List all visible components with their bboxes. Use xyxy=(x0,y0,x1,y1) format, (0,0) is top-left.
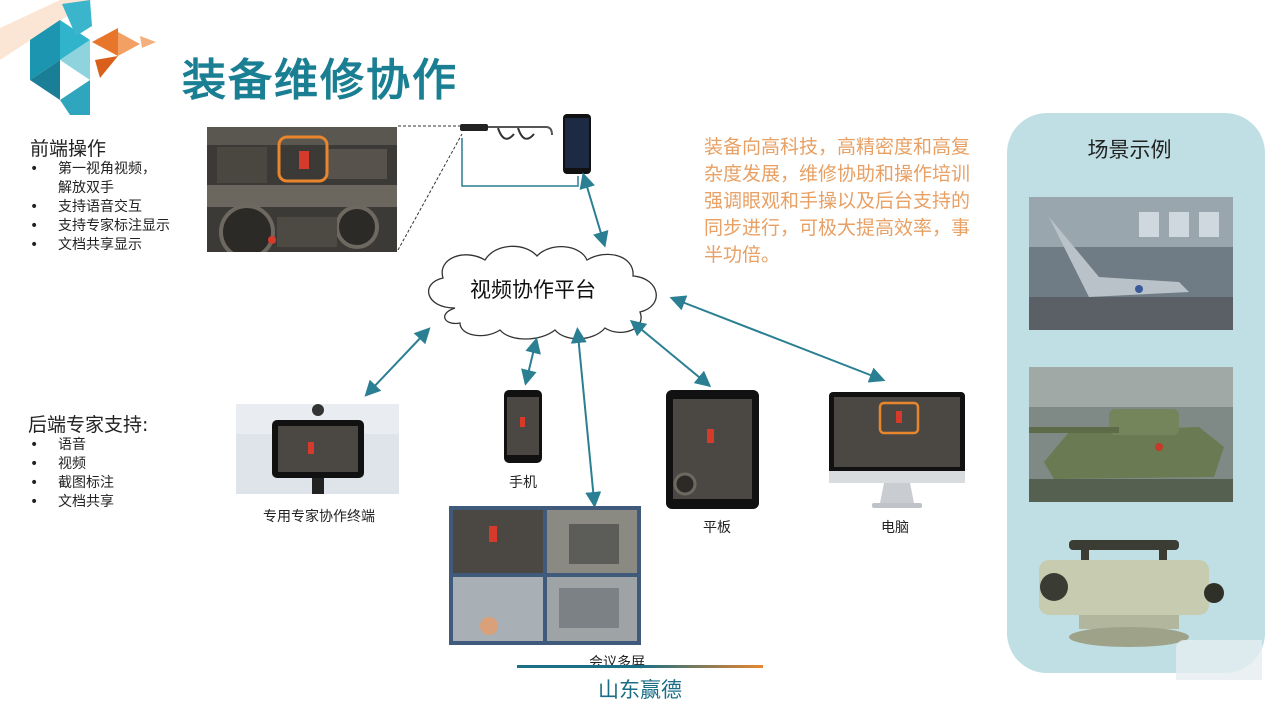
backend-item: 语音 xyxy=(28,436,188,455)
frontend-item: 文档共享显示 xyxy=(28,236,208,255)
logo-decoration xyxy=(0,0,156,115)
backend-item: 截图标注 xyxy=(28,474,188,493)
tablet-label: 平板 xyxy=(703,520,731,536)
computer-label: 电脑 xyxy=(881,520,909,536)
frontend-item: 支持语音交互 xyxy=(28,198,208,217)
arrow-mobile xyxy=(521,337,541,386)
frontend-heading: 前端操作 xyxy=(30,138,107,160)
computer-monitor-icon xyxy=(829,392,965,508)
hangar-photo xyxy=(1029,197,1233,330)
tank-photo xyxy=(1029,367,1233,502)
footer-brand: 山东赢德 xyxy=(598,678,682,702)
arrow-computer xyxy=(669,295,886,383)
smartphone-icon xyxy=(563,114,591,174)
expert-terminal-label: 专用专家协作终端 xyxy=(263,509,375,525)
platform-label: 视频协作平台 xyxy=(470,278,596,302)
machinery-photo xyxy=(207,127,397,252)
page-title: 装备维修协作 xyxy=(182,55,458,106)
connection-lines xyxy=(397,125,579,250)
level-instrument-photo xyxy=(1029,535,1233,655)
backend-item: 视频 xyxy=(28,455,188,474)
multi-screen-image xyxy=(449,506,641,645)
cloud-shape xyxy=(428,245,657,340)
multi-screen-label: 会议多屏 xyxy=(589,655,645,671)
smart-glasses-icon xyxy=(460,124,553,140)
frontend-item: 支持专家标注显示 xyxy=(28,217,208,236)
frontend-list: 第一视角视频， 解放双手 支持语音交互 支持专家标注显示 文档共享显示 xyxy=(28,160,208,255)
arrow-multiscreen xyxy=(570,327,602,508)
phone-label: 手机 xyxy=(509,475,537,491)
expert-terminal-image xyxy=(236,404,399,494)
mobile-phone-icon xyxy=(504,390,542,463)
tablet-icon xyxy=(666,390,759,509)
description-text: 装备向高科技，高精密度和高复杂度发展，维修协助和操作培训强调眼观和手操以及后台支… xyxy=(704,136,971,266)
watermark xyxy=(1176,640,1262,680)
scene-title: 场景示例 xyxy=(1087,138,1172,162)
frontend-item: 解放双手 xyxy=(58,180,114,196)
backend-item: 文档共享 xyxy=(28,493,188,512)
backend-list: 语音 视频 截图标注 文档共享 xyxy=(28,436,188,512)
frontend-item: 第一视角视频， xyxy=(28,160,208,179)
footer-line xyxy=(517,665,763,668)
backend-heading: 后端专家支持: xyxy=(28,414,149,436)
